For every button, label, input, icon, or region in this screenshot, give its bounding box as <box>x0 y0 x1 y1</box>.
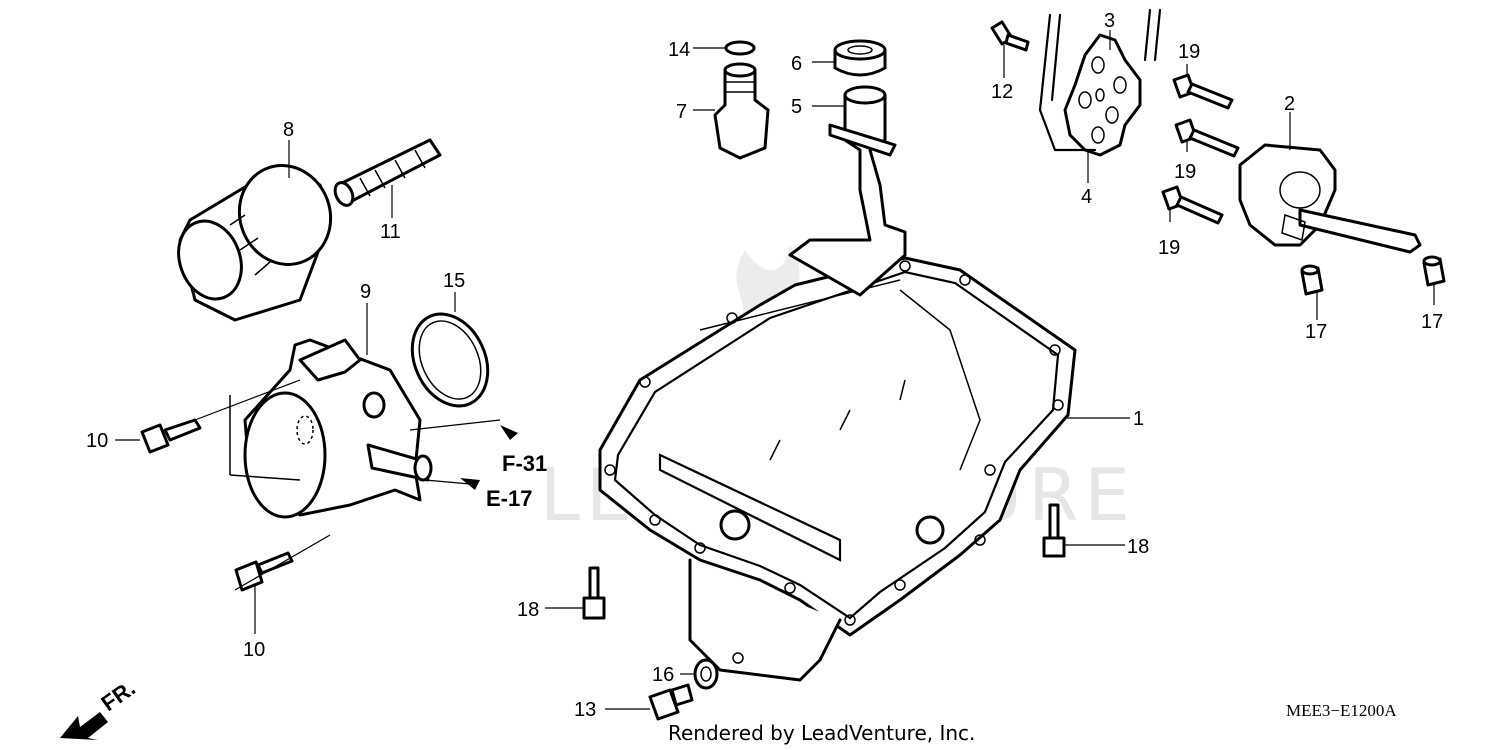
ref-f31: F-31 <box>502 451 547 476</box>
drain-bolt[interactable] <box>648 683 694 721</box>
dowel-pin-2[interactable] <box>1422 255 1446 287</box>
relief-valve[interactable] <box>713 62 770 160</box>
label-part-8: 8 <box>283 119 294 141</box>
label-part-4: 4 <box>1081 186 1092 208</box>
label-part-17-left: 17 <box>1305 321 1327 343</box>
label-part-19-a: 19 <box>1178 41 1200 63</box>
oil-pan[interactable] <box>598 256 1077 682</box>
oil-filter[interactable] <box>168 153 344 322</box>
dowel-pin-1[interactable] <box>1300 264 1324 296</box>
ref-e17: E-17 <box>486 486 532 511</box>
bolt-12[interactable] <box>990 20 1030 52</box>
label-part-12: 12 <box>991 81 1013 103</box>
label-part-10-upper: 10 <box>86 430 108 452</box>
label-part-6: 6 <box>791 53 802 75</box>
oil-filter-bolt[interactable] <box>332 138 442 208</box>
oil-cooler[interactable] <box>229 338 433 519</box>
label-part-3: 3 <box>1104 10 1115 32</box>
label-part-18-left: 18 <box>517 599 539 621</box>
diagram-code: MEE3−E1200A <box>1286 701 1397 720</box>
leader-lines <box>115 30 1435 710</box>
label-part-14: 14 <box>668 39 690 61</box>
label-part-7: 7 <box>676 101 687 123</box>
drain-washer[interactable] <box>693 658 719 690</box>
oil-pan-bolt-right[interactable] <box>1042 503 1066 558</box>
label-part-19-c: 19 <box>1158 237 1180 259</box>
pump-bolt-1[interactable] <box>1172 73 1234 110</box>
label-part-15: 15 <box>443 270 465 292</box>
strainer-seal[interactable] <box>833 39 887 77</box>
label-part-11: 11 <box>380 221 401 243</box>
label-part-1: 1 <box>1133 408 1144 430</box>
ref-arrows <box>460 425 518 490</box>
label-part-18-right: 18 <box>1127 536 1149 558</box>
cooler-bolt-upper[interactable] <box>140 418 202 454</box>
label-part-19-b: 19 <box>1174 161 1196 183</box>
part-labels: 1 2 3 4 5 6 7 8 9 10 10 11 12 13 14 15 1… <box>86 10 1443 721</box>
pump-bolt-3[interactable] <box>1161 185 1224 225</box>
o-ring-small[interactable] <box>724 40 756 56</box>
label-part-5: 5 <box>791 96 802 118</box>
label-part-16: 16 <box>652 664 674 686</box>
label-part-2: 2 <box>1284 93 1295 115</box>
cooler-bolt-lower[interactable] <box>234 551 294 592</box>
label-part-13: 13 <box>574 699 596 721</box>
oil-strainer[interactable] <box>788 85 907 297</box>
oil-pump-sprocket[interactable] <box>1063 33 1142 157</box>
credit-text: Rendered by LeadVenture, Inc. <box>668 721 975 745</box>
label-part-17-right: 17 <box>1421 311 1443 333</box>
oil-pump[interactable] <box>1238 143 1422 254</box>
oil-pan-bolt-left[interactable] <box>582 566 606 620</box>
front-label: FR. <box>97 675 140 716</box>
label-part-10-lower: 10 <box>243 639 265 661</box>
oil-pump-chain[interactable] <box>1038 8 1162 152</box>
pump-bolt-2[interactable] <box>1174 118 1240 158</box>
o-ring-large[interactable] <box>398 302 502 419</box>
label-part-9: 9 <box>360 281 371 303</box>
front-arrow: FR. <box>60 675 140 740</box>
